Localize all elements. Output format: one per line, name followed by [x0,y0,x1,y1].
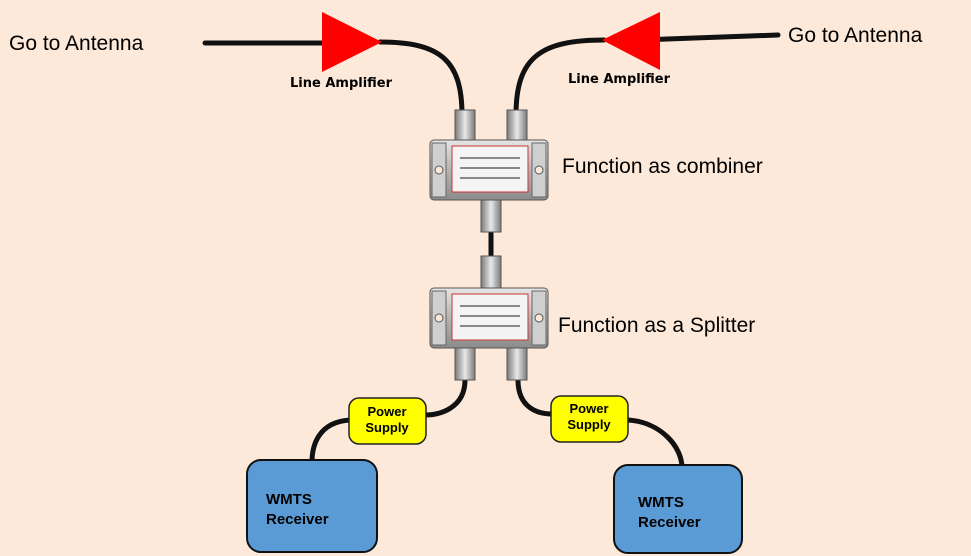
splitter-label: Function as a Splitter [558,314,756,337]
receiver-box-icon [246,459,378,553]
cable-splitter-to-ps-left [422,377,468,418]
cable-amp-left-to-combiner [377,39,465,118]
receiver-left: WMTS Receiver [246,459,378,553]
power-supply-line2: Supply [365,420,409,435]
power-supply-icon [348,397,427,445]
combiner-label: Function as combiner [562,155,763,178]
receiver-box-icon [613,464,743,554]
antenna-label-right: Go to Antenna [788,24,923,47]
cable-amp-right-to-combiner [513,37,607,118]
receiver-right: WMTS Receiver [613,464,743,554]
line-amplifier-left-icon [322,12,382,72]
cables [202,32,781,471]
power-supply-line2: Supply [567,417,611,432]
receiver-line2: Receiver [266,511,329,528]
receiver-line2: Receiver [638,514,701,531]
cable-ps-left-to-rx-left [309,417,353,465]
cable-antenna-right [637,32,781,43]
splitter-device-icon [429,255,549,381]
power-supply-line1: Power [569,401,608,416]
power-supply-left: Power Supply [348,397,427,445]
combiner-device-icon [429,109,549,233]
antenna-label-left: Go to Antenna [9,32,144,55]
cable-splitter-to-ps-right [515,377,555,417]
power-supply-line1: Power [367,404,406,419]
receiver-line1: WMTS [266,491,312,508]
line-amplifier-right-icon [602,12,660,70]
line-amplifier-label-right: Line Amplifier [568,72,671,87]
cable-ps-right-to-rx-right [625,417,685,471]
power-supply-right: Power Supply [550,395,629,443]
line-amplifier-label-left: Line Amplifier [290,76,393,91]
power-supply-icon [550,395,629,443]
receiver-line1: WMTS [638,494,684,511]
